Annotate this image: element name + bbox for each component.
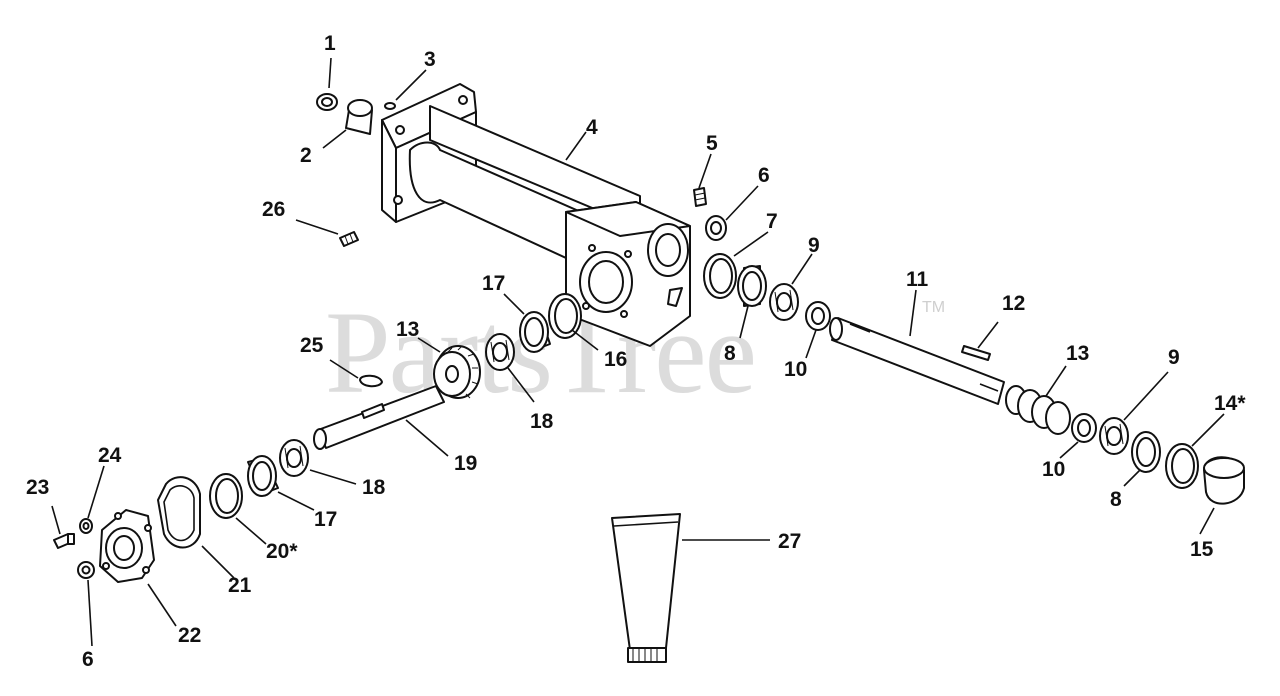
callout-7: 7 (766, 210, 778, 233)
part-6-seal-upper (705, 215, 727, 241)
part-19-shaft (313, 385, 445, 450)
part-25-woodruff-key (359, 374, 383, 388)
leader-lines (51, 57, 1225, 647)
part-12-key (961, 345, 991, 361)
callout-1: 1 (324, 32, 336, 55)
callout-labels: 1 2 3 4 5 6 7 8 9 10 11 12 13 9 14* 10 8… (26, 32, 1246, 671)
callout-20: 20* (266, 540, 298, 563)
part-7-snap-ring (703, 253, 737, 299)
callout-17-lower: 17 (314, 508, 337, 531)
part-23-bolt (53, 533, 75, 549)
part-1-washer (316, 93, 338, 111)
part-8-bearing-cup-right (1131, 431, 1161, 473)
part-27-grease-tube (611, 513, 681, 663)
callout-25: 25 (300, 334, 324, 357)
part-6-seal-lower (77, 561, 95, 579)
part-4-housing (381, 83, 691, 347)
callout-18: 18 (530, 410, 554, 433)
part-18-bearing-cone (485, 333, 515, 371)
callout-13-left: 13 (396, 318, 419, 341)
callout-3: 3 (424, 48, 436, 71)
callout-19: 19 (454, 452, 477, 475)
part-10-spacer-right (1071, 413, 1097, 443)
part-9-bearing-cone-right (1099, 417, 1129, 455)
callout-23: 23 (26, 476, 49, 499)
callout-6-lower: 6 (82, 648, 94, 671)
part-14-snap-ring (1165, 443, 1199, 489)
part-11-shaft (829, 317, 1005, 405)
callout-27: 27 (778, 530, 801, 553)
callout-24: 24 (98, 444, 122, 467)
callout-18-lower: 18 (362, 476, 386, 499)
callout-13-right: 13 (1066, 342, 1089, 365)
callout-9-right: 9 (1168, 346, 1180, 369)
callout-8: 8 (724, 342, 736, 365)
part-8-bearing-cup (737, 265, 767, 307)
callout-22: 22 (178, 624, 201, 647)
callout-2: 2 (300, 144, 312, 167)
part-22-cover (99, 509, 155, 583)
part-21-gasket (157, 476, 201, 549)
callout-17: 17 (482, 272, 505, 295)
part-17-bearing-cup-lower (247, 455, 279, 497)
callout-15: 15 (1190, 538, 1214, 561)
part-15-end-cap (1203, 456, 1245, 505)
part-13-worm-gear-right (1005, 385, 1071, 435)
part-20-snap-ring (209, 473, 243, 519)
part-5-fitting (693, 187, 707, 207)
part-16-snap-ring (548, 293, 582, 339)
callout-10: 10 (784, 358, 807, 381)
callout-6: 6 (758, 164, 770, 187)
callout-21: 21 (228, 574, 252, 597)
callout-10-right: 10 (1042, 458, 1065, 481)
callout-11: 11 (906, 268, 929, 291)
part-10-spacer (805, 301, 831, 331)
callout-8-right: 8 (1110, 488, 1122, 511)
watermark-trademark: TM (922, 299, 945, 316)
part-3-pin (384, 102, 396, 110)
callout-4: 4 (586, 116, 598, 139)
part-18-bearing-cone-lower (279, 439, 309, 477)
callout-9: 9 (808, 234, 820, 257)
part-17-bearing-cup (519, 311, 551, 353)
part-2-bushing (345, 99, 373, 135)
callout-12: 12 (1002, 292, 1025, 315)
part-26-set-screw (339, 231, 359, 247)
callout-14: 14* (1214, 392, 1246, 415)
callout-16: 16 (604, 348, 627, 371)
callout-26: 26 (262, 198, 285, 221)
part-24-lock-washer (79, 518, 93, 534)
part-9-bearing-cone (769, 283, 799, 321)
part-13-gear (433, 345, 481, 399)
callout-5: 5 (706, 132, 718, 155)
